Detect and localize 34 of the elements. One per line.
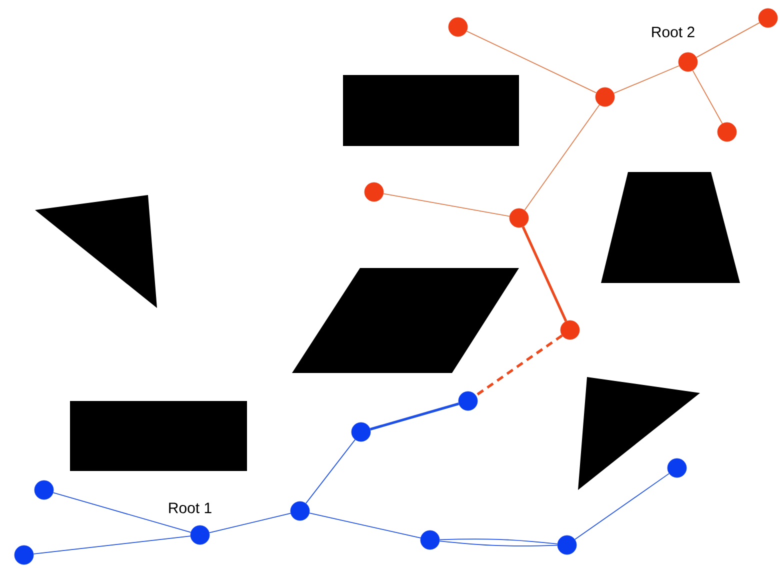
tree-edge [208, 512, 292, 534]
tree-edge [475, 334, 563, 397]
tree-vertex [364, 182, 384, 202]
tree-edge [52, 492, 192, 533]
tree-edge [696, 22, 760, 58]
tree-edge [33, 536, 191, 554]
tree-edge [439, 540, 558, 546]
tree-edge [692, 70, 723, 124]
tree-edge [522, 226, 568, 322]
tree-vertex [14, 545, 34, 565]
tree-vertex [290, 501, 310, 521]
tree-edge [466, 30, 597, 94]
tree-edge [370, 402, 460, 431]
tree-edge [439, 538, 558, 544]
tree-vertex [557, 535, 577, 555]
tree-edge [305, 439, 356, 504]
tree-vertex [758, 8, 778, 28]
tree-edge [524, 104, 600, 211]
root-label: Root 1 [169, 502, 212, 514]
tree-edge [614, 65, 680, 94]
tree-vertex [420, 530, 440, 550]
tree-vertex [34, 480, 54, 500]
tree-vertex [509, 208, 529, 228]
tree-vertex [458, 391, 478, 411]
tree-vertex [351, 422, 371, 442]
tree-edge [383, 193, 510, 217]
tree-vertex [560, 320, 580, 340]
tree-vertex [448, 17, 468, 37]
tree-vertex [595, 87, 615, 107]
root-label: Root 2 [652, 26, 694, 38]
tree-vertex [667, 458, 687, 478]
tree-vertex [717, 122, 737, 142]
tree-edge [574, 473, 670, 540]
tree-edge [309, 512, 421, 538]
